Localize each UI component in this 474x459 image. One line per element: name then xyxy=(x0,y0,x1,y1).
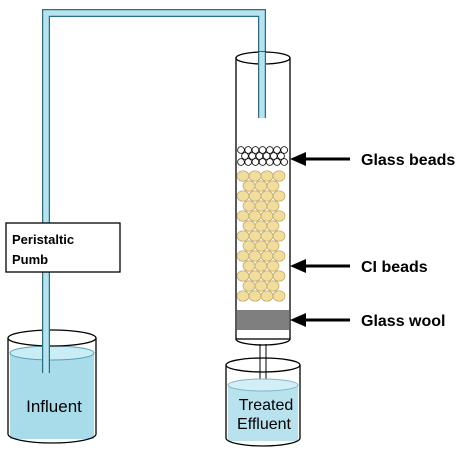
glass-bead xyxy=(280,146,289,154)
glass-wool-layer xyxy=(237,310,289,330)
ci-bead xyxy=(272,290,286,302)
ci-bead xyxy=(242,240,256,252)
ci-bead xyxy=(266,220,280,232)
ci-bead xyxy=(266,180,280,192)
ci-beads-arrow-head xyxy=(290,259,306,273)
ci-bead xyxy=(272,190,286,202)
ci-bead xyxy=(236,270,250,282)
ci-bead xyxy=(248,190,262,202)
ci-bead xyxy=(260,270,274,282)
glass-beads-layer xyxy=(237,146,289,166)
effluent-label-line2: Effluent xyxy=(237,416,292,433)
column xyxy=(235,51,291,390)
glass-bead xyxy=(265,146,274,154)
tubing-path-inner xyxy=(43,10,265,373)
pump-box xyxy=(5,222,121,273)
ci-beads-layer xyxy=(236,170,286,302)
influent-water xyxy=(10,353,94,439)
glass-bead xyxy=(277,152,285,160)
glass-bead xyxy=(273,158,281,166)
ci-bead xyxy=(266,280,280,292)
tubing-path xyxy=(42,9,266,373)
ci-bead xyxy=(260,190,274,202)
ci-beads-callout: CI beads xyxy=(290,259,428,276)
glass-bead xyxy=(258,158,267,166)
glass-bead xyxy=(237,158,245,166)
effluent-water-surface xyxy=(227,378,299,392)
ci-bead xyxy=(242,260,256,272)
ci-bead xyxy=(248,170,262,182)
ci-bead xyxy=(266,240,280,252)
glass-bead xyxy=(269,152,278,160)
ci-bead xyxy=(236,250,250,262)
ci-bead xyxy=(272,270,286,282)
pump-label-line1: Peristaltic xyxy=(12,232,74,247)
ci-bead xyxy=(260,170,274,182)
effluent-beaker-body xyxy=(225,365,301,447)
pump-label-line2: Pumb xyxy=(12,252,48,267)
glass-bead xyxy=(237,146,245,154)
effluent-label-line1: Treated xyxy=(239,397,294,414)
ci-bead xyxy=(242,180,256,192)
ci-bead xyxy=(260,250,274,262)
ci-bead xyxy=(248,230,262,242)
peristaltic-pump: Peristaltic Pumb xyxy=(5,222,121,273)
ci-bead xyxy=(236,290,250,302)
glass-bead xyxy=(265,158,274,166)
glass-wool-callout: Glass wool xyxy=(290,313,445,330)
glass-bead xyxy=(273,146,281,154)
ci-bead xyxy=(242,220,256,232)
ci-bead xyxy=(254,220,268,232)
peristaltic-tubing xyxy=(42,9,266,373)
ci-bead xyxy=(242,200,256,212)
influent-label: Influent xyxy=(26,397,82,416)
ci-bead xyxy=(236,230,250,242)
column-bottom-rim xyxy=(235,338,291,346)
influent-beaker-rim xyxy=(7,329,97,347)
ci-bead xyxy=(260,290,274,302)
glass-beads-label: Glass beads xyxy=(361,152,455,169)
ci-bead xyxy=(254,260,268,272)
ci-bead xyxy=(254,180,268,192)
glass-bead xyxy=(251,146,260,154)
ci-bead xyxy=(248,210,262,222)
ci-bead xyxy=(236,190,250,202)
ci-bead xyxy=(248,290,262,302)
glass-bead xyxy=(244,158,253,166)
ci-bead xyxy=(260,230,274,242)
ci-bead xyxy=(254,200,268,212)
influent-beaker: Influent xyxy=(7,329,97,444)
ci-bead xyxy=(260,210,274,222)
influent-beaker-body xyxy=(7,338,97,444)
influent-water-surface xyxy=(9,345,95,361)
ci-beads-label: CI beads xyxy=(361,259,428,276)
ci-bead xyxy=(272,210,286,222)
ci-bead xyxy=(272,250,286,262)
effluent-beaker-rim xyxy=(225,357,301,373)
ci-bead xyxy=(272,230,286,242)
ci-bead xyxy=(236,170,250,182)
ci-bead xyxy=(242,280,256,292)
ci-bead xyxy=(254,240,268,252)
glass-bead xyxy=(280,158,289,166)
ci-bead xyxy=(236,210,250,222)
glass-bead xyxy=(255,152,264,160)
ci-bead xyxy=(248,270,262,282)
ci-bead xyxy=(266,260,280,272)
ci-bead xyxy=(266,200,280,212)
glass-beads-arrow-head xyxy=(290,152,306,166)
effluent-beaker: Treated Effluent xyxy=(225,357,301,447)
glass-wool-label: Glass wool xyxy=(361,313,445,330)
ci-bead xyxy=(272,170,286,182)
ci-bead xyxy=(248,250,262,262)
effluent-water xyxy=(228,385,298,441)
glass-wool-arrow-head xyxy=(290,313,306,327)
glass-bead xyxy=(251,158,260,166)
glass-beads-callout: Glass beads xyxy=(290,152,455,169)
ci-bead xyxy=(254,280,268,292)
